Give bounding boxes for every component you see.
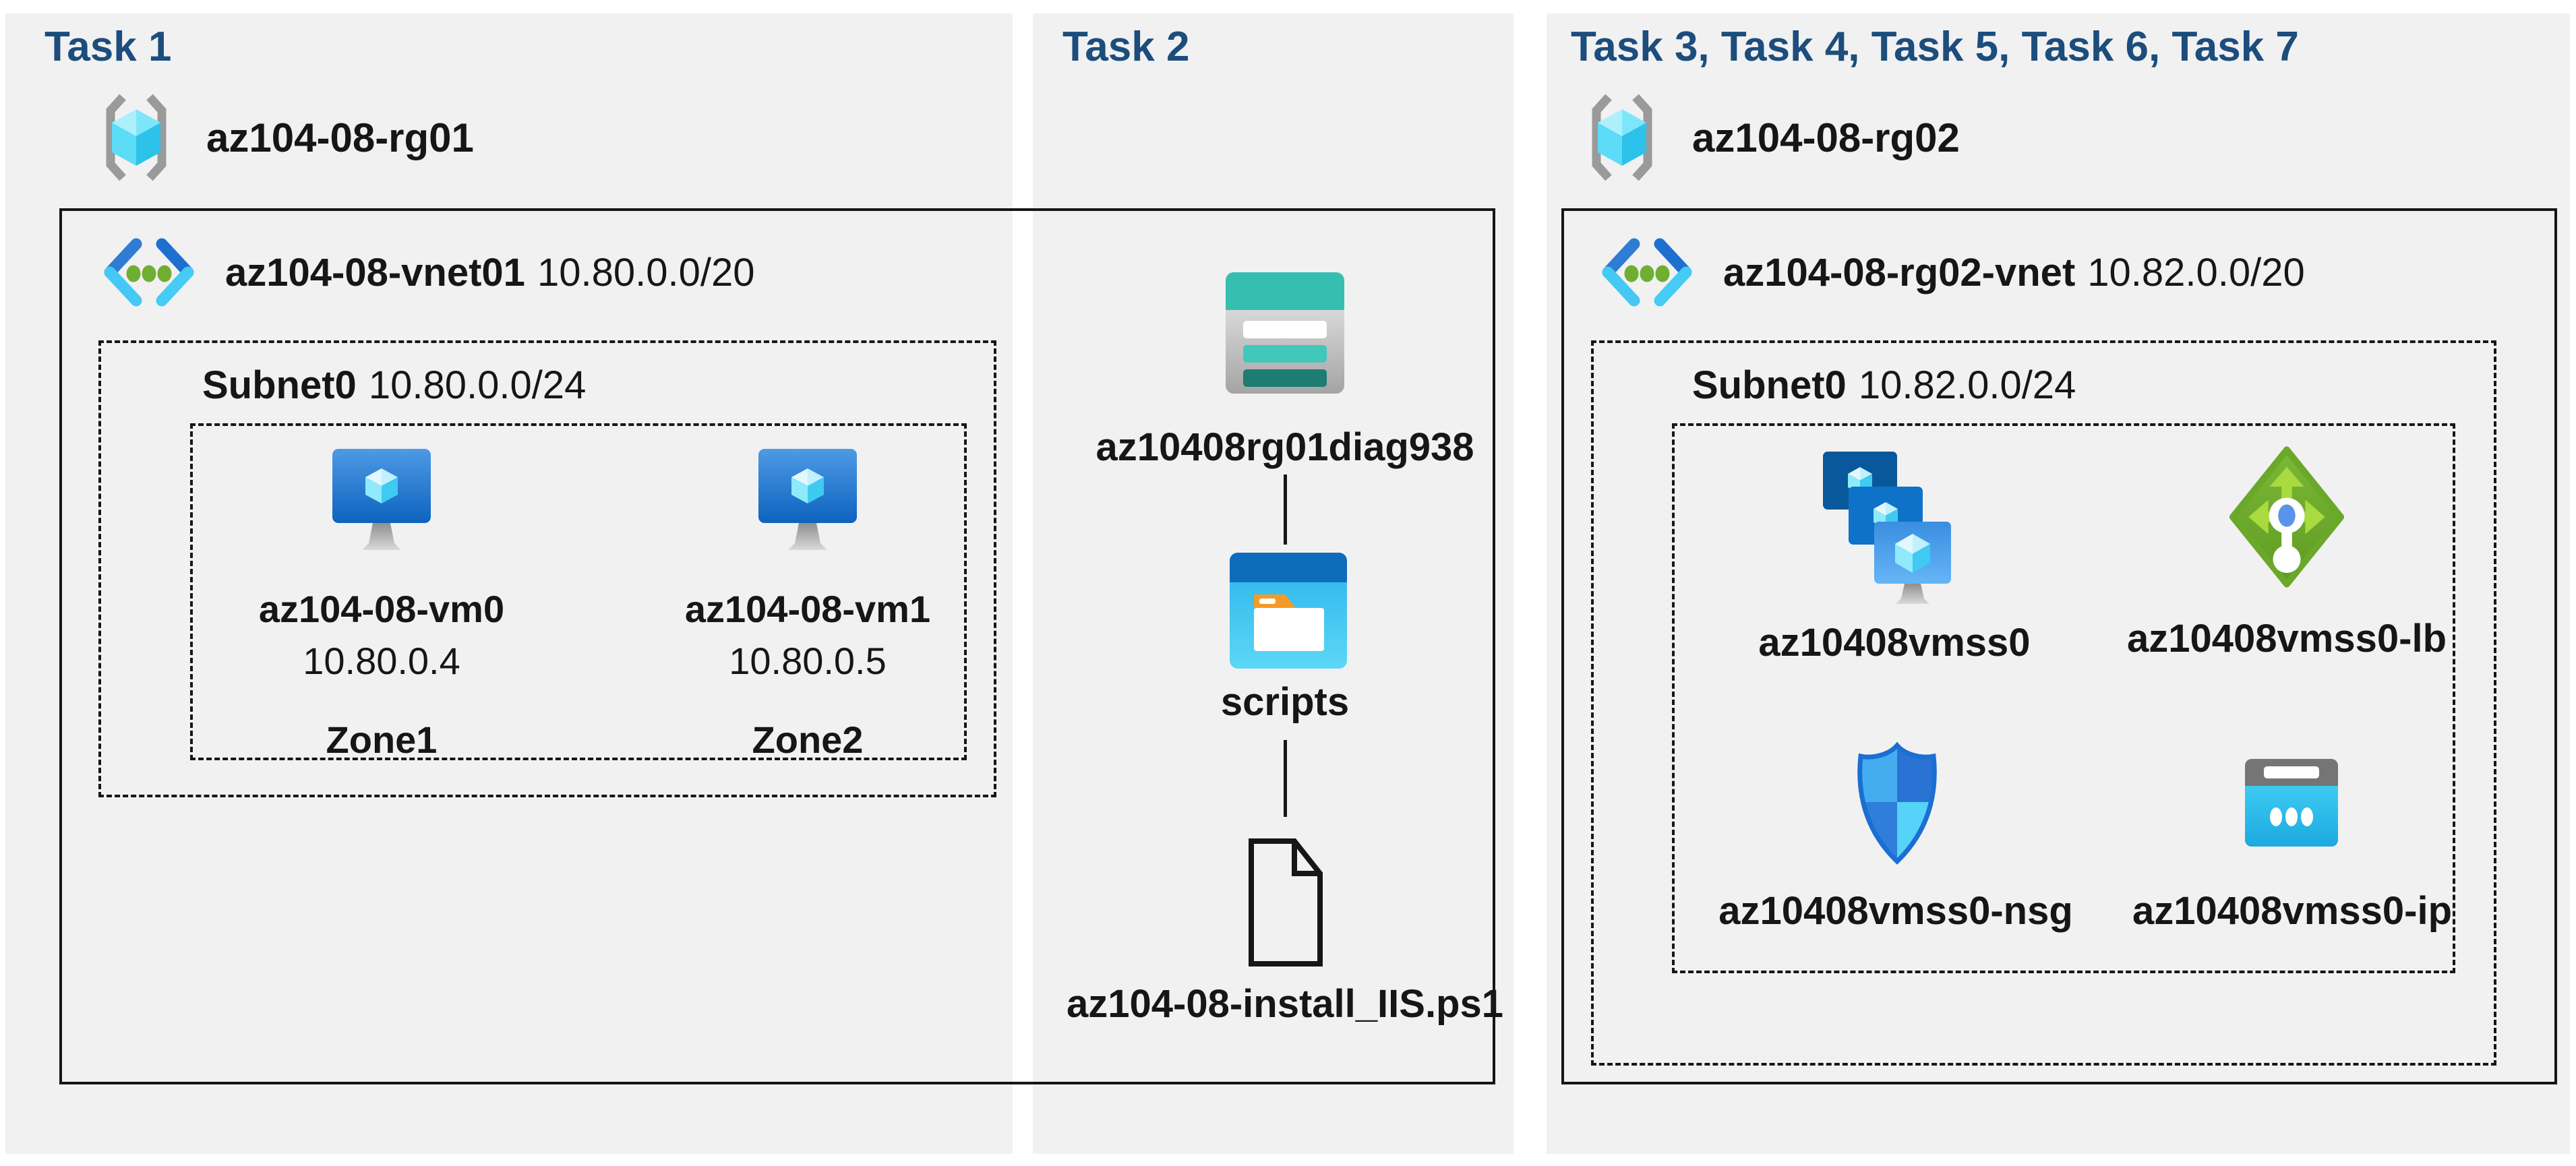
connector-storage-to-scripts	[1284, 474, 1287, 545]
storage-account-icon	[1226, 272, 1344, 394]
task1-vnet: az104-08-vnet01 10.80.0.0/20	[101, 237, 754, 307]
virtual-machine-icon	[332, 449, 431, 550]
vm-zone-label: Zone2	[752, 718, 864, 761]
connector-scripts-to-file	[1284, 740, 1287, 817]
vnet-name: az104-08-rg02-vnet	[1723, 250, 2076, 295]
network-security-group-icon	[1857, 741, 1937, 865]
vm0-group: az104-08-vm0 10.80.0.4 Zone1	[253, 448, 510, 762]
subnet-name: Subnet0	[202, 363, 357, 407]
vm-name-label: az104-08-vm0	[258, 588, 505, 630]
resource-group-label: az104-08-rg01	[206, 115, 474, 160]
resource-group-label: az104-08-rg02	[1692, 115, 1960, 160]
vm-ip-label: 10.80.0.5	[729, 640, 887, 682]
public-ip-icon	[2245, 759, 2338, 847]
script-file-label: az104-08-install_IIS.ps1	[1067, 982, 1503, 1026]
subnet2-boundary-box	[1591, 340, 2496, 1066]
vnet-cidr: 10.82.0.0/20	[2087, 250, 2305, 295]
subnet-cidr: 10.80.0.0/24	[368, 363, 587, 407]
virtual-network-icon	[1602, 238, 1692, 307]
vm-scale-set-icon	[1823, 452, 1951, 604]
vnet-cidr: 10.80.0.0/20	[537, 250, 755, 295]
vmss-label: az10408vmss0	[1758, 621, 2031, 665]
task1-title: Task 1	[44, 24, 172, 70]
virtual-machine-icon	[758, 449, 857, 550]
vm1-group: az104-08-vm1 10.80.0.5 Zone2	[680, 448, 936, 762]
resource-group-icon	[1592, 94, 1652, 181]
load-balancer-icon	[2229, 446, 2345, 588]
vnet2-boundary-box	[1561, 208, 2557, 1084]
task3-resource-group: az104-08-rg02	[1584, 90, 1960, 185]
subnet1-boundary-box	[98, 340, 996, 797]
vnet-name: az104-08-vnet01	[225, 250, 525, 295]
vnet1-boundary-box	[59, 208, 1495, 1084]
vmss-group-boundary-box	[1672, 423, 2455, 973]
virtual-network-icon	[104, 238, 194, 307]
nsg-label: az10408vmss0-nsg	[1718, 889, 2073, 933]
panel-task3	[1547, 13, 2570, 1154]
task2-title: Task 2	[1062, 24, 1190, 70]
subnet-name: Subnet0	[1692, 363, 1847, 407]
task3-title: Task 3, Task 4, Task 5, Task 6, Task 7	[1571, 24, 2299, 70]
scripts-folder-icon	[1230, 553, 1347, 669]
subnet-cidr: 10.82.0.0/24	[1858, 363, 2076, 407]
script-file-icon	[1249, 838, 1323, 966]
task1-resource-group: az104-08-rg01	[98, 90, 474, 185]
vm-ip-label: 10.80.0.4	[303, 640, 460, 682]
scripts-folder-label: scripts	[1220, 680, 1350, 724]
storage-account-label: az10408rg01diag938	[1096, 425, 1474, 469]
vm-name-label: az104-08-vm1	[684, 588, 931, 630]
vm-zone-label: Zone1	[326, 718, 438, 761]
public-ip-label: az10408vmss0-ip	[2132, 889, 2452, 933]
panel-task1	[5, 13, 1013, 1154]
load-balancer-label: az10408vmss0-lb	[2127, 617, 2447, 661]
vm-group-boundary-box	[190, 423, 967, 760]
resource-group-icon	[106, 94, 167, 181]
